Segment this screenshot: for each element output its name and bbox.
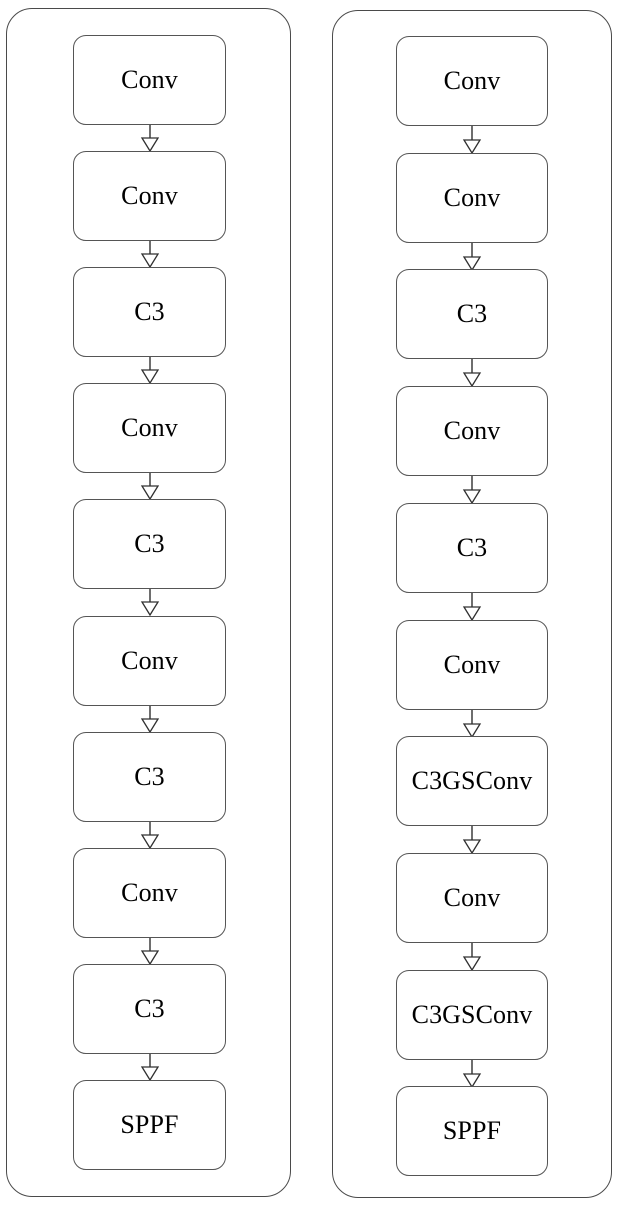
block-conv: Conv	[396, 853, 548, 943]
block-conv: Conv	[396, 153, 548, 243]
flow-arrow	[461, 710, 483, 739]
block-conv: Conv	[396, 386, 548, 476]
block-conv: Conv	[73, 383, 226, 473]
block-conv: Conv	[73, 616, 226, 706]
block-sppf: SPPF	[73, 1080, 226, 1170]
block-c3: C3	[396, 269, 548, 359]
block-conv: Conv	[73, 848, 226, 938]
block-label: Conv	[121, 64, 178, 94]
flow-arrow	[139, 125, 161, 153]
block-conv: Conv	[73, 151, 226, 241]
block-c3gsconv: C3GSConv	[396, 736, 548, 826]
block-label: SPPF	[120, 1109, 179, 1139]
flow-arrow	[139, 241, 161, 269]
flow-arrow	[139, 938, 161, 966]
block-c3: C3	[396, 503, 548, 593]
block-conv: Conv	[396, 620, 548, 710]
block-label: C3	[134, 296, 165, 326]
block-label: C3	[134, 528, 165, 558]
block-label: C3	[456, 532, 488, 562]
flow-arrow	[461, 826, 483, 855]
block-label: Conv	[121, 180, 178, 210]
block-label: Conv	[121, 645, 178, 675]
flow-arrow	[139, 822, 161, 850]
block-label: Conv	[443, 649, 501, 679]
block-label: Conv	[121, 877, 178, 907]
block-sppf: SPPF	[396, 1086, 548, 1176]
flow-arrow	[461, 593, 483, 622]
block-c3: C3	[73, 267, 226, 357]
block-label: Conv	[121, 412, 178, 442]
block-label: Conv	[443, 65, 501, 95]
block-c3: C3	[73, 964, 226, 1054]
block-label: C3	[134, 993, 165, 1023]
flow-arrow	[139, 1054, 161, 1082]
flow-arrow	[461, 943, 483, 972]
flow-arrow	[461, 359, 483, 388]
block-c3: C3	[73, 499, 226, 589]
flow-arrow	[461, 243, 483, 272]
block-label: Conv	[443, 415, 501, 445]
block-conv: Conv	[73, 35, 226, 125]
block-label: C3	[456, 298, 488, 328]
block-conv: Conv	[396, 36, 548, 126]
block-label: Conv	[443, 882, 501, 912]
flow-arrow	[461, 476, 483, 505]
flow-arrow	[139, 473, 161, 501]
block-label: C3GSConv	[411, 999, 533, 1029]
block-c3: C3	[73, 732, 226, 822]
flow-arrow	[139, 357, 161, 385]
flow-arrow	[139, 706, 161, 734]
block-label: Conv	[443, 182, 501, 212]
block-c3gsconv: C3GSConv	[396, 970, 548, 1060]
flow-arrow	[461, 1060, 483, 1089]
block-label: C3	[134, 761, 165, 791]
flow-arrow	[461, 126, 483, 155]
flow-arrow	[139, 589, 161, 617]
block-label: C3GSConv	[411, 765, 533, 795]
block-label: SPPF	[442, 1115, 502, 1145]
